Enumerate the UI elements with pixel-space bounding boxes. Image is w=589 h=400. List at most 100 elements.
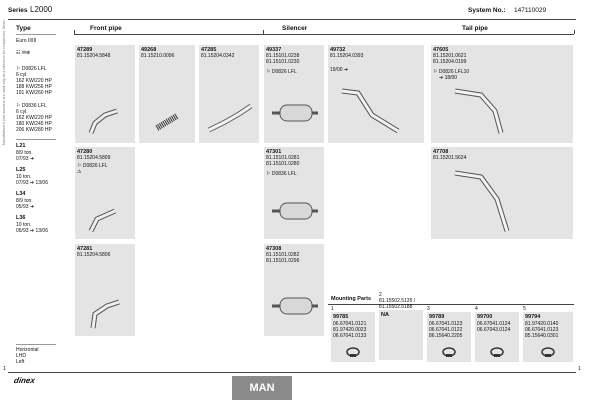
mounting-title: Mounting Parts xyxy=(331,296,372,302)
engine-line: 6 cyl. xyxy=(16,109,28,115)
tail-pipe-drawing xyxy=(454,88,504,134)
clamp-icon xyxy=(490,347,504,357)
part-ref: 81.15101.0296 xyxy=(266,258,300,264)
engine-line: 162 KW/220 HP xyxy=(16,115,52,121)
part-card-49732[interactable]: 49732 81.15204.0393 19/00 ➔ xyxy=(328,45,424,143)
engine-line: 180 KW/245 HP xyxy=(16,121,52,127)
part-number: 49337 xyxy=(266,47,282,53)
euro-class: Euro II/III xyxy=(16,38,37,44)
silencer-drawing xyxy=(272,297,318,315)
sidebar-divider xyxy=(16,139,56,140)
model-line: 8/9 ton. xyxy=(16,150,33,156)
part-card-47289[interactable]: 47289 81.15204.5848 xyxy=(75,45,135,143)
engine-line: 206 KW/280 HP xyxy=(16,127,52,133)
part-ref: 81.15201.0621 xyxy=(433,53,467,59)
part-card-47708[interactable]: 47708 81.15201.5624 xyxy=(431,147,573,239)
model-name: L34 xyxy=(16,191,26,197)
flex-hose-drawing xyxy=(155,113,179,131)
part-card-47605[interactable]: 47605 81.15201.0621 81.15204.0199 ⚐ D082… xyxy=(431,45,573,143)
footer-divider xyxy=(8,372,576,373)
mounting-divider xyxy=(328,304,574,305)
mount-card: NA xyxy=(379,310,423,360)
mounting-col-1[interactable]: 1 99785 06.67041.0121 81.97420.0023 06.6… xyxy=(331,306,375,362)
part-card-47285[interactable]: 47285 81.15204.0342 xyxy=(199,45,259,143)
part-number: 47708 xyxy=(433,149,449,155)
clamp-icon xyxy=(346,347,360,357)
part-card-47281[interactable]: 47281 81.15204.5806 xyxy=(75,244,135,336)
brand-label: MAN xyxy=(249,382,275,394)
mount-index: 1 xyxy=(331,306,334,312)
mounting-col-4[interactable]: 4 99700 06.67041.0124 06.67043.0124 xyxy=(475,306,519,362)
mount-part: 99789 xyxy=(429,314,445,320)
silencer-header: Silencer xyxy=(282,25,308,32)
mount-ref: 06.67041.0124 xyxy=(477,321,511,327)
part-ref: 81.15204.0199 xyxy=(433,59,467,65)
mount-part: NA xyxy=(381,312,389,318)
model-line: 07/93 ➔ xyxy=(16,156,35,162)
part-note: ➔ 18/00 xyxy=(439,75,458,81)
part-note: ⚐ D0836 LFL xyxy=(266,171,297,177)
part-note: ⚠ xyxy=(77,169,82,175)
mounting-col-2[interactable]: 2 81.15502.5135 / 81.15502.5188 NA xyxy=(379,292,423,360)
part-ref: 81.15210.0096 xyxy=(141,53,175,59)
model-l25: L25 10 ton. 07/93 ➔ 13/06 xyxy=(16,167,48,186)
mount-header: 81.15502.5135 / xyxy=(379,298,416,304)
mount-card: 99794 81.97420.0140 06.67041.0123 85.156… xyxy=(523,312,573,362)
header-divider xyxy=(8,19,576,20)
engine-code: ⚐ D0836 LFL xyxy=(16,103,47,109)
part-ref: 81.15101.0282 xyxy=(266,252,300,258)
front-pipe-drawing xyxy=(88,108,118,134)
orientation-line: Horizontal xyxy=(16,347,39,353)
mount-header: 81.15502.5188 xyxy=(379,304,413,310)
model-l21: L21 8/9 ton. 07/93 ➔ xyxy=(16,143,34,162)
mount-index: 3 xyxy=(427,306,430,312)
series-value: L2000 xyxy=(30,5,53,14)
model-name: L36 xyxy=(16,215,26,221)
part-card-49268[interactable]: 49268 81.15210.0096 xyxy=(139,45,195,143)
tick xyxy=(574,30,575,34)
page-mark-right: 1 xyxy=(578,366,581,372)
mount-card: 99785 06.67041.0121 81.97420.0023 06.670… xyxy=(331,312,375,362)
mounting-col-5[interactable]: 5 99794 81.97420.0140 06.67041.0123 85.1… xyxy=(523,306,573,362)
part-card-49337[interactable]: 49337 81.15101.0238 81.15101.0230 ⚐ D082… xyxy=(264,45,324,143)
mount-index: 2 xyxy=(379,292,382,298)
part-number: 47280 xyxy=(77,149,93,155)
tail-pipe-header: Tail pipe xyxy=(462,25,488,32)
mounting-col-3[interactable]: 3 99789 06.67041.0123 06.67041.0122 86.1… xyxy=(427,306,471,362)
model-line: 10 ton. xyxy=(16,222,32,228)
part-ref: 81.15101.0281 xyxy=(266,155,300,161)
engine-line: 191 KW/260 HP xyxy=(16,90,52,96)
mount-part: 99785 xyxy=(333,314,349,320)
part-ref: 81.15204.0393 xyxy=(330,53,364,59)
mount-ref: 06.67041.0123 xyxy=(429,321,463,327)
pipe-drawing xyxy=(207,103,253,133)
engine-code: ⚐ D0826 LFL xyxy=(16,66,47,72)
part-note: ⚐ D0826 LFL xyxy=(266,69,297,75)
part-ref: 81.15201.5624 xyxy=(433,155,467,161)
system-label: System No.: xyxy=(468,7,506,14)
part-card-47308[interactable]: 47308 81.15101.0282 81.15101.0296 xyxy=(264,244,324,336)
sidebar-divider xyxy=(16,344,56,345)
mount-index: 4 xyxy=(475,306,478,312)
mount-ref: 06.67041.0123 xyxy=(525,327,559,333)
model-name: L21 xyxy=(16,143,26,149)
part-card-47301[interactable]: 47301 81.15101.0281 81.15101.0280 ⚐ D083… xyxy=(264,147,324,239)
part-ref: 81.15204.0342 xyxy=(201,53,235,59)
mount-ref: 06.67043.0124 xyxy=(477,327,511,333)
clamp-icon xyxy=(442,347,456,357)
mount-part: 99794 xyxy=(525,314,541,320)
part-card-47280[interactable]: 47280 81.15204.5809 ⚐ D0826 LFL ⚠ xyxy=(75,147,135,239)
front-pipe-header: Front pipe xyxy=(90,25,122,32)
model-line: 05/93 ➔ xyxy=(16,204,35,210)
tick xyxy=(74,30,75,34)
mount-ref: 86.15640.2205 xyxy=(429,333,463,339)
part-number: 49732 xyxy=(330,47,346,53)
engine-line: 6 cyl. xyxy=(16,72,28,78)
model-name: L25 xyxy=(16,167,26,173)
dinex-logo: dinex xyxy=(13,376,36,385)
model-line: 07/93 ➔ 13/06 xyxy=(16,180,48,186)
model-line: 8/9 ton. xyxy=(16,198,33,204)
part-ref: 81.15204.5848 xyxy=(77,53,111,59)
part-number: 47605 xyxy=(433,47,449,53)
page-mark-left: 1 xyxy=(3,366,6,372)
